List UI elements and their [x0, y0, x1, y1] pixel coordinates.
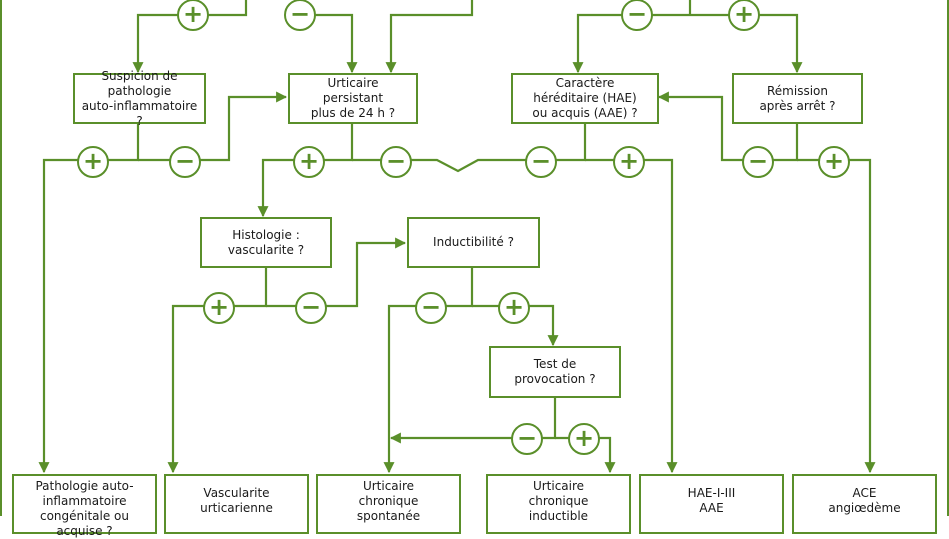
plus-badge-top-right: +	[728, 0, 760, 31]
node-label-line: Caractère	[555, 76, 615, 90]
node-label-line: HAE-I-III	[687, 486, 736, 500]
connector-top-plus-to-remission	[637, 0, 797, 72]
plus-badge-provocation: +	[568, 423, 600, 455]
node-label-line: après arrêt ?	[759, 98, 836, 113]
connector-remission-minus	[657, 91, 799, 162]
node-label-line: Urticaire	[327, 76, 379, 90]
node-label-line: chronique	[358, 494, 419, 508]
node-label-line: inductible	[528, 509, 589, 523]
node-label-line: Vascularite	[203, 486, 270, 500]
node-label-line: ou acquis (AAE) ?	[532, 106, 638, 120]
minus-badge-autoinflammatory: −	[169, 146, 201, 178]
node-label-line: héréditaire (HAE)	[533, 91, 637, 105]
plus-badge-remission: +	[818, 146, 850, 178]
node-label-line: Histologie :	[232, 227, 300, 242]
minus-badge-top-right: −	[621, 0, 653, 31]
node-label-line: congénitale ou acquise ?	[39, 509, 130, 538]
plus-badge-hereditary: +	[613, 146, 645, 178]
node-label-line: persistant	[322, 91, 384, 105]
node-label-line: urticarienne	[200, 501, 273, 515]
node-label-line: Suspicion de	[101, 68, 178, 83]
node-inducibility-question: Inductibilité ?	[407, 217, 540, 268]
node-label-line: Pathologie auto-	[35, 479, 134, 493]
node-label-line: AAE	[699, 501, 724, 515]
plus-badge-inducibility: +	[498, 292, 530, 324]
node-label-line: vascularite ?	[227, 242, 305, 257]
minus-badge-inducibility: −	[415, 292, 447, 324]
node-label-line: spontanée	[356, 509, 421, 523]
node-label-line: chronique	[528, 494, 589, 508]
minus-badge-provocation: −	[511, 423, 543, 455]
plus-badge-top-left: +	[177, 0, 209, 31]
minus-badge-remission: −	[742, 146, 774, 178]
connector-top-right-to-persistent	[385, 0, 474, 74]
node-label-line: Urticaire	[532, 479, 585, 493]
minus-badge-persistent: −	[380, 146, 412, 178]
node-label-line: angiœdème	[828, 501, 901, 515]
node-label-line: auto-inflammatoire ?	[81, 98, 198, 128]
minus-badge-histology: −	[295, 292, 327, 324]
node-label-line: ACE	[852, 486, 877, 500]
node-histology-question: Histologie :vascularite ?	[200, 217, 332, 268]
node-label-line: Rémission	[766, 83, 828, 98]
connector-top-join	[193, 0, 248, 17]
plus-badge-autoinflammatory: +	[77, 146, 109, 178]
node-label-line: inflammatoire	[42, 494, 127, 508]
minus-badge-top-left: −	[284, 0, 316, 31]
node-provocation-question: Test de provocation ?	[489, 346, 621, 398]
node-label-line: Inductibilité ?	[433, 235, 514, 249]
node-label-line: Test de provocation ?	[514, 357, 596, 386]
minus-badge-hereditary: −	[525, 146, 557, 178]
node-label-line: pathologie	[107, 83, 172, 98]
plus-badge-histology: +	[203, 292, 235, 324]
node-label-line: Urticaire	[362, 479, 415, 493]
plus-badge-persistent: +	[293, 146, 325, 178]
node-label-line: plus de 24 h ?	[310, 106, 396, 120]
panel-frame	[0, 0, 949, 516]
